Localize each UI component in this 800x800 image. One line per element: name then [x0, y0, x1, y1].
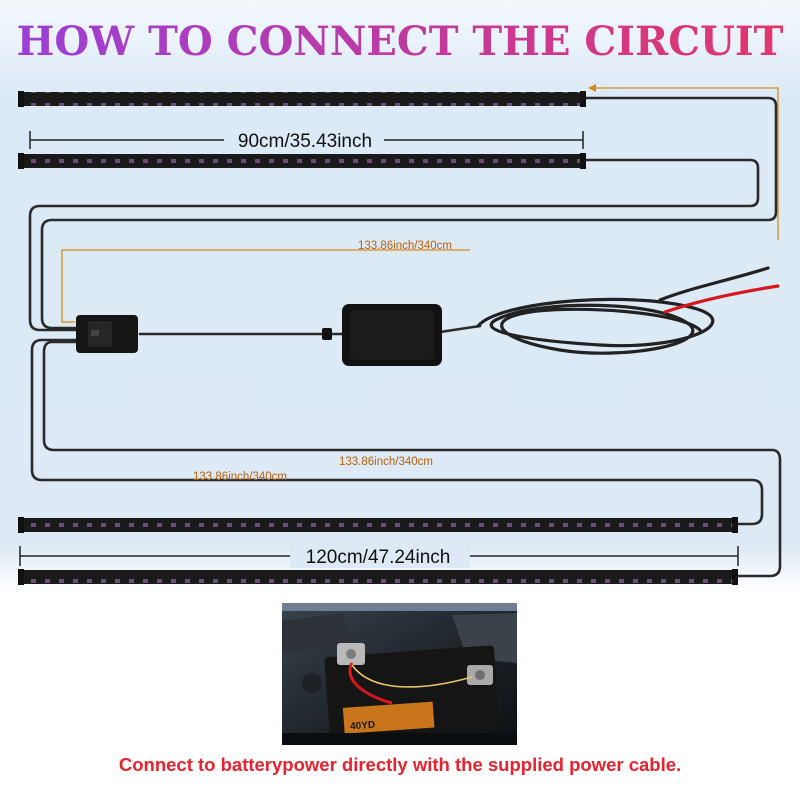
led-strip-3: [18, 517, 738, 533]
battery-terminal-icon: [337, 643, 365, 665]
dimension-long-strip: 120cm/47.24inch: [19, 543, 739, 568]
yellow-lead-icon: [351, 664, 473, 688]
cable-length-label-top: 133.86inch/340cm: [358, 240, 452, 252]
led-strip-4: [18, 569, 738, 585]
orange-measure-guides: [61, 87, 779, 323]
car-battery-photo: 40YD: [282, 603, 517, 745]
inline-connector-icon: [322, 328, 332, 340]
long-strip-length-label: 120cm/47.24inch: [306, 547, 451, 568]
power-control-box-icon: [342, 304, 442, 366]
connector-hub-icon: [76, 315, 138, 353]
led-strip-1: [18, 91, 586, 107]
cable-length-label-bottom-left: 133.86inch/340cm: [193, 471, 287, 483]
led-strip-2: [18, 153, 586, 169]
battery-terminal-icon: [467, 665, 493, 685]
page-title: HOW TO CONNECT THE CIRCUIT: [17, 18, 784, 65]
battery-model-label: 40YD: [350, 720, 376, 733]
short-strip-length-label: 90cm/35.43inch: [238, 131, 372, 152]
red-lead-icon: [348, 662, 393, 705]
instruction-caption: Connect to batterypower directly with th…: [118, 754, 682, 775]
arrow-head-icon: [588, 84, 596, 92]
power-cable-coil: [476, 266, 780, 355]
wiring: [28, 96, 782, 578]
cable-length-label-bottom-mid: 133.86inch/340cm: [339, 456, 433, 468]
dimension-short-strip: 90cm/35.43inch: [29, 128, 584, 152]
